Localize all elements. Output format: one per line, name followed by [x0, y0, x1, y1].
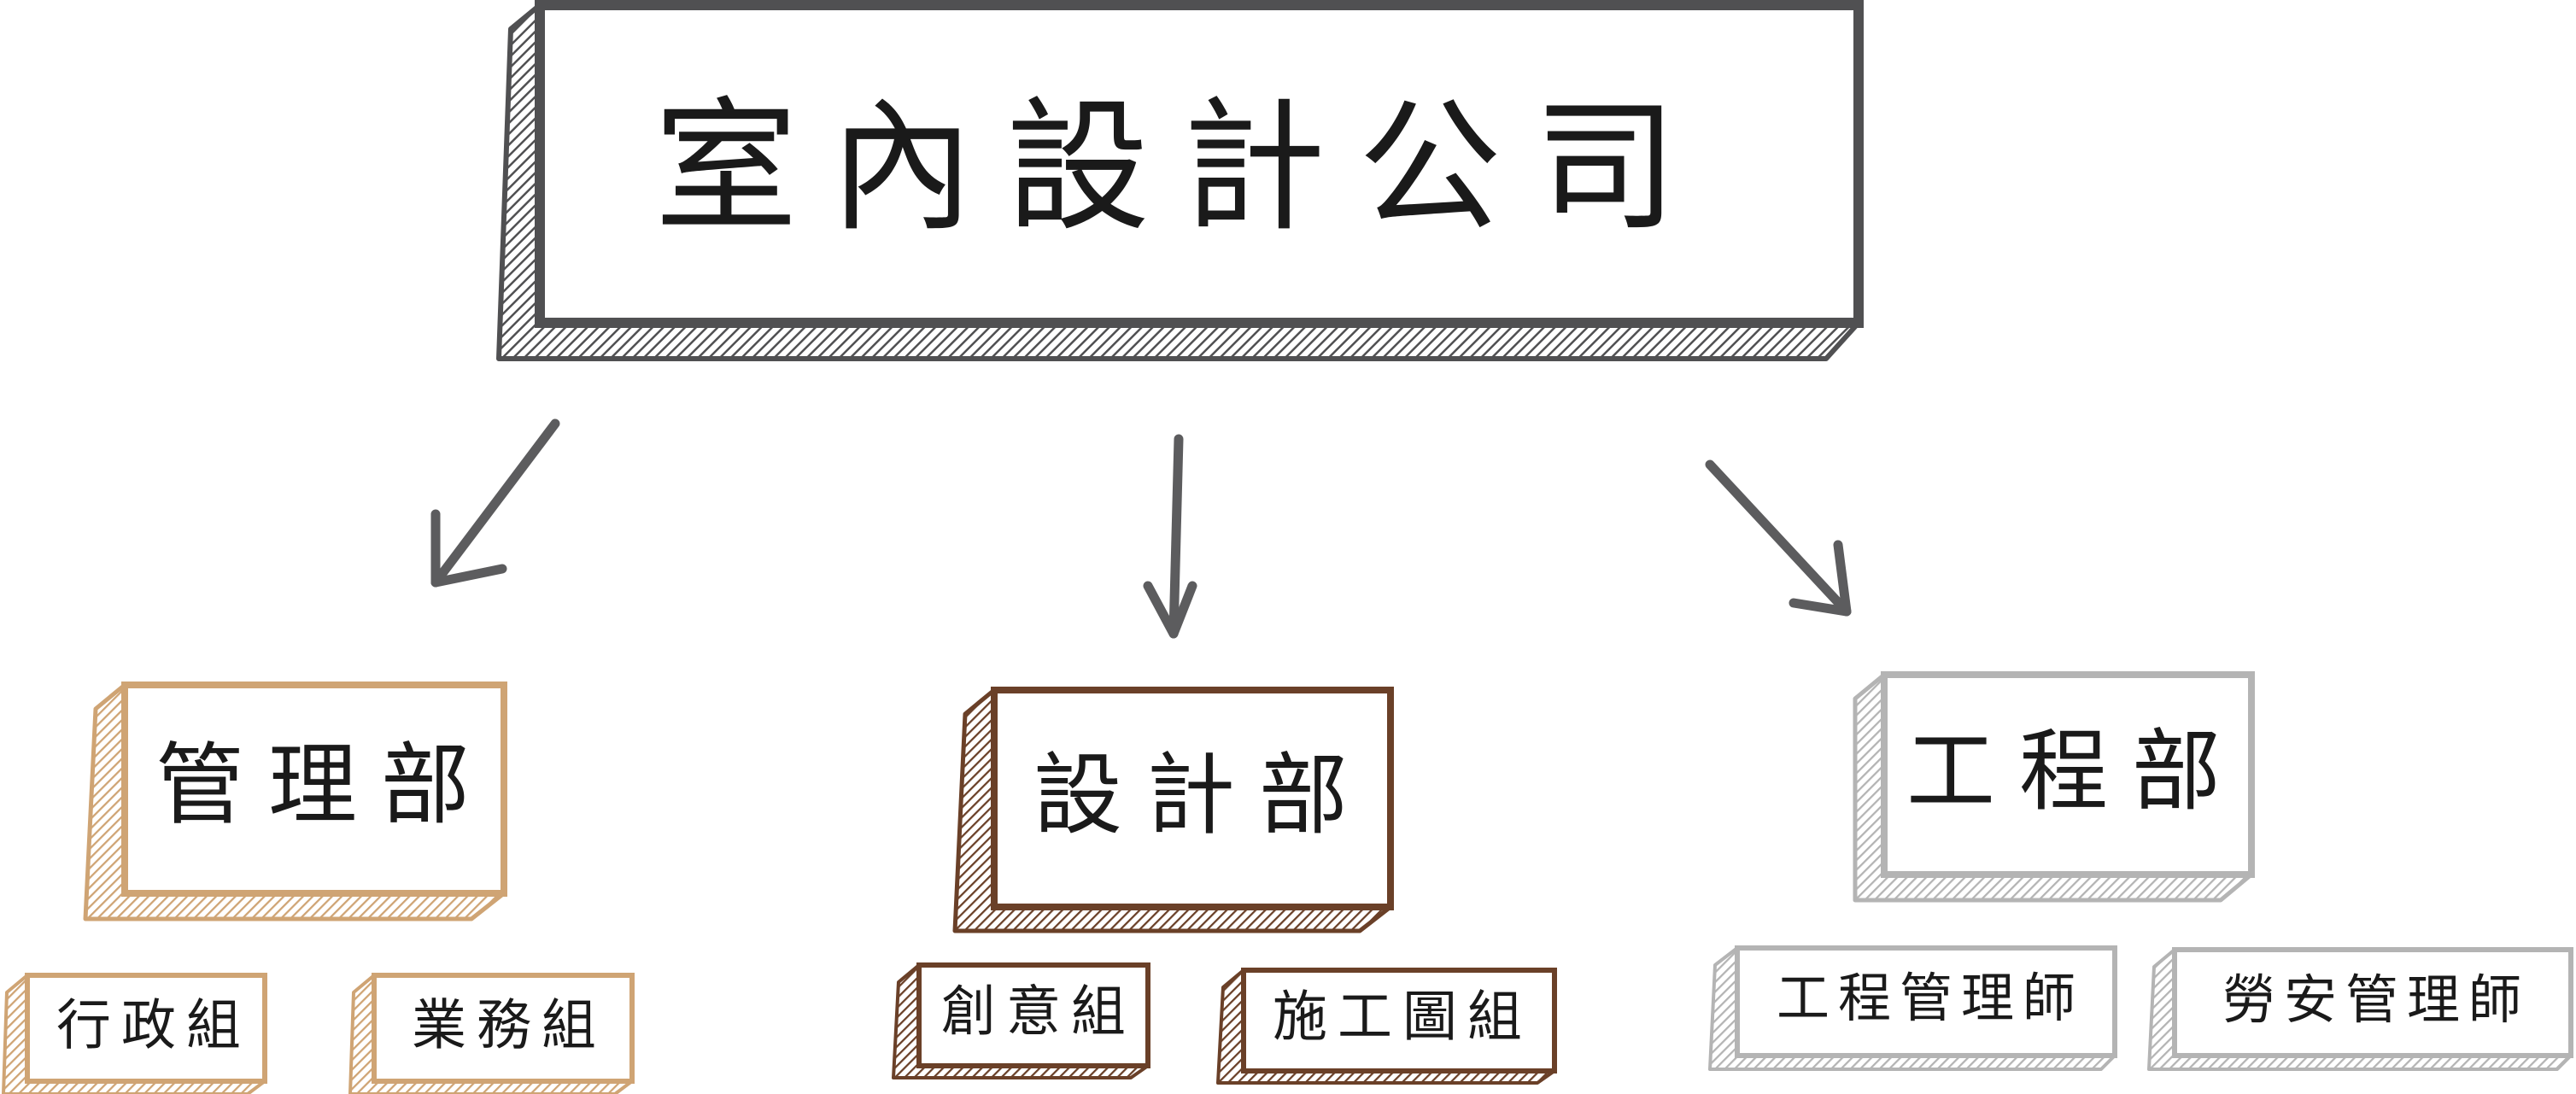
department-management-face — [121, 682, 507, 897]
team-construction-drawing: 施工圖組 — [1216, 968, 1557, 1085]
team-admin: 行政組 — [2, 973, 267, 1094]
team-creative-face — [916, 962, 1150, 1068]
department-design-label: 設計部 — [1033, 743, 1372, 847]
connector-center-shaft — [1168, 434, 1184, 639]
connector-right-shaft — [1705, 459, 1852, 617]
root-box-face — [535, 0, 1864, 328]
team-construction-drawing-label: 施工圖組 — [1273, 986, 1532, 1050]
connector-center-head — [1143, 581, 1197, 639]
team-project-manager: 工程管理師 — [1708, 945, 2117, 1071]
team-safety-manager-face — [2172, 947, 2573, 1058]
connector-right — [1705, 459, 1852, 617]
department-engineering-label: 工程部 — [1906, 719, 2245, 823]
team-sales-face — [372, 973, 635, 1084]
department-management-label: 管理部 — [155, 733, 494, 837]
connector-left-head — [430, 509, 507, 588]
department-engineering: 工程部 — [1853, 671, 2255, 903]
connector-left-shaft — [430, 418, 560, 588]
team-project-manager-face — [1735, 945, 2117, 1058]
team-construction-drawing-face — [1241, 968, 1557, 1074]
team-admin-label: 行政組 — [56, 995, 251, 1058]
department-management: 管理部 — [83, 682, 507, 921]
team-safety-manager-label: 勞安管理師 — [2222, 968, 2530, 1031]
team-sales: 業務組 — [348, 973, 635, 1094]
team-creative: 創意組 — [892, 962, 1150, 1079]
department-design-face — [991, 687, 1394, 910]
department-design: 設計部 — [952, 687, 1394, 933]
connector-center — [1143, 434, 1197, 639]
team-project-manager-label: 工程管理師 — [1777, 967, 2084, 1029]
root-title: 室內設計公司 — [654, 84, 1710, 251]
team-creative-label: 創意組 — [941, 981, 1136, 1044]
connector-left — [430, 418, 560, 588]
team-sales-label: 業務組 — [412, 995, 606, 1058]
connector-right-head — [1789, 540, 1852, 617]
team-admin-face — [25, 973, 267, 1084]
root-box: 室內設計公司 — [496, 0, 1864, 361]
team-safety-manager: 勞安管理師 — [2147, 947, 2573, 1071]
department-engineering-face — [1881, 671, 2255, 878]
